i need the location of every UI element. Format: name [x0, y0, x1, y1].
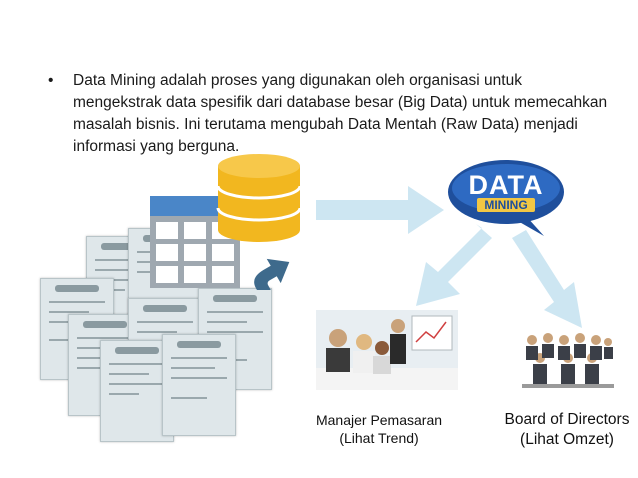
arrow-right-icon — [316, 186, 444, 234]
marketing-manager-caption: Manajer Pemasaran (Lihat Trend) — [296, 411, 462, 447]
board-sub: (Lihat Omzet) — [520, 431, 614, 448]
marketing-manager-sub: (Lihat Trend) — [339, 430, 419, 446]
definition-paragraph: Data Mining adalah proses yang digunakan… — [73, 72, 608, 155]
receipt-stack — [38, 228, 278, 443]
bullet-text: • Data Mining adalah proses yang digunak… — [48, 70, 608, 158]
data-mining-logo: DATA MINING — [446, 158, 568, 240]
database-icon — [216, 154, 302, 242]
board-title: Board of Directors — [504, 411, 630, 428]
arrow-down-left-icon — [416, 224, 492, 306]
upload-arrow-icon — [254, 258, 290, 290]
marketing-manager-title: Manajer Pemasaran — [315, 412, 443, 428]
logo-line2: MINING — [477, 198, 535, 212]
marketing-meeting-photo — [316, 310, 458, 390]
board-caption: Board of Directors (Lihat Omzet) — [496, 410, 638, 450]
arrow-down-right-icon — [512, 230, 582, 328]
board-of-directors-photo — [522, 328, 614, 388]
logo-line1: DATA — [468, 170, 544, 200]
bullet-symbol: • — [48, 72, 54, 89]
